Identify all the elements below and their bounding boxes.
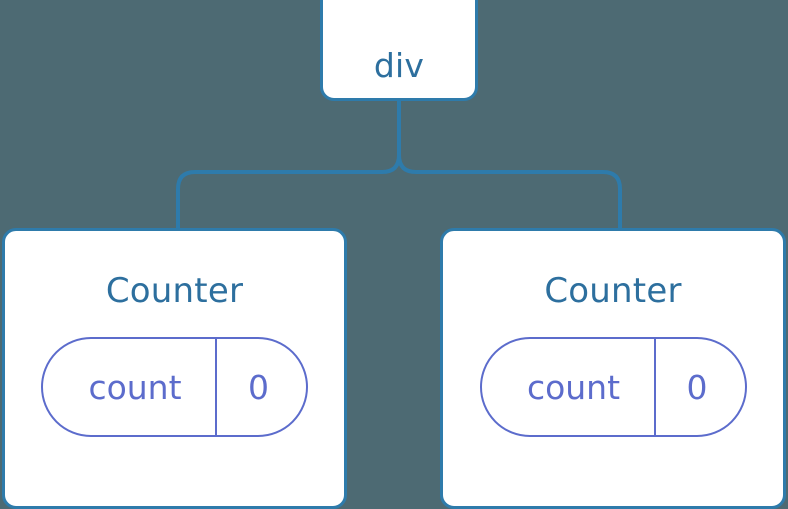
state-value-label: 0 [248, 367, 269, 407]
tree-connectors [176, 101, 622, 228]
state-key-label: count [43, 339, 217, 435]
node-counter-right-label: Counter [544, 271, 682, 311]
node-counter-left-label: Counter [105, 271, 244, 311]
node-counter-left[interactable]: Counter count 0 [2, 228, 347, 509]
node-div[interactable]: div [320, 0, 478, 101]
state-key-label: count [482, 339, 656, 435]
node-counter-right[interactable]: Counter count 0 [440, 228, 786, 509]
node-div-label: div [373, 46, 425, 85]
edge-div-to-counter-right [397, 101, 622, 228]
state-pill-count-left[interactable]: count 0 [41, 337, 308, 437]
state-pill-count-right[interactable]: count 0 [479, 337, 747, 437]
edge-div-to-counter-left [176, 101, 401, 228]
state-value-label: 0 [686, 367, 708, 407]
